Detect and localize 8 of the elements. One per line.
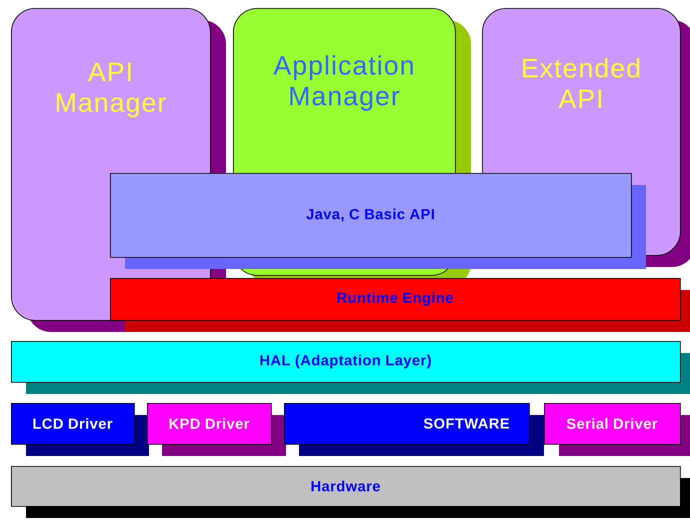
layer-box: SOFTWARE bbox=[284, 403, 544, 456]
layer-box: LCD Driver bbox=[11, 403, 149, 456]
layer-box: Runtime Engine bbox=[110, 278, 690, 332]
layer-box: Serial Driver bbox=[544, 403, 690, 456]
layer-box: Java, C Basic API bbox=[110, 173, 646, 269]
layer-box: Hardware bbox=[11, 466, 690, 518]
layer-box: HAL (Adaptation Layer) bbox=[11, 341, 690, 394]
layer-box: KPD Driver bbox=[147, 403, 286, 456]
